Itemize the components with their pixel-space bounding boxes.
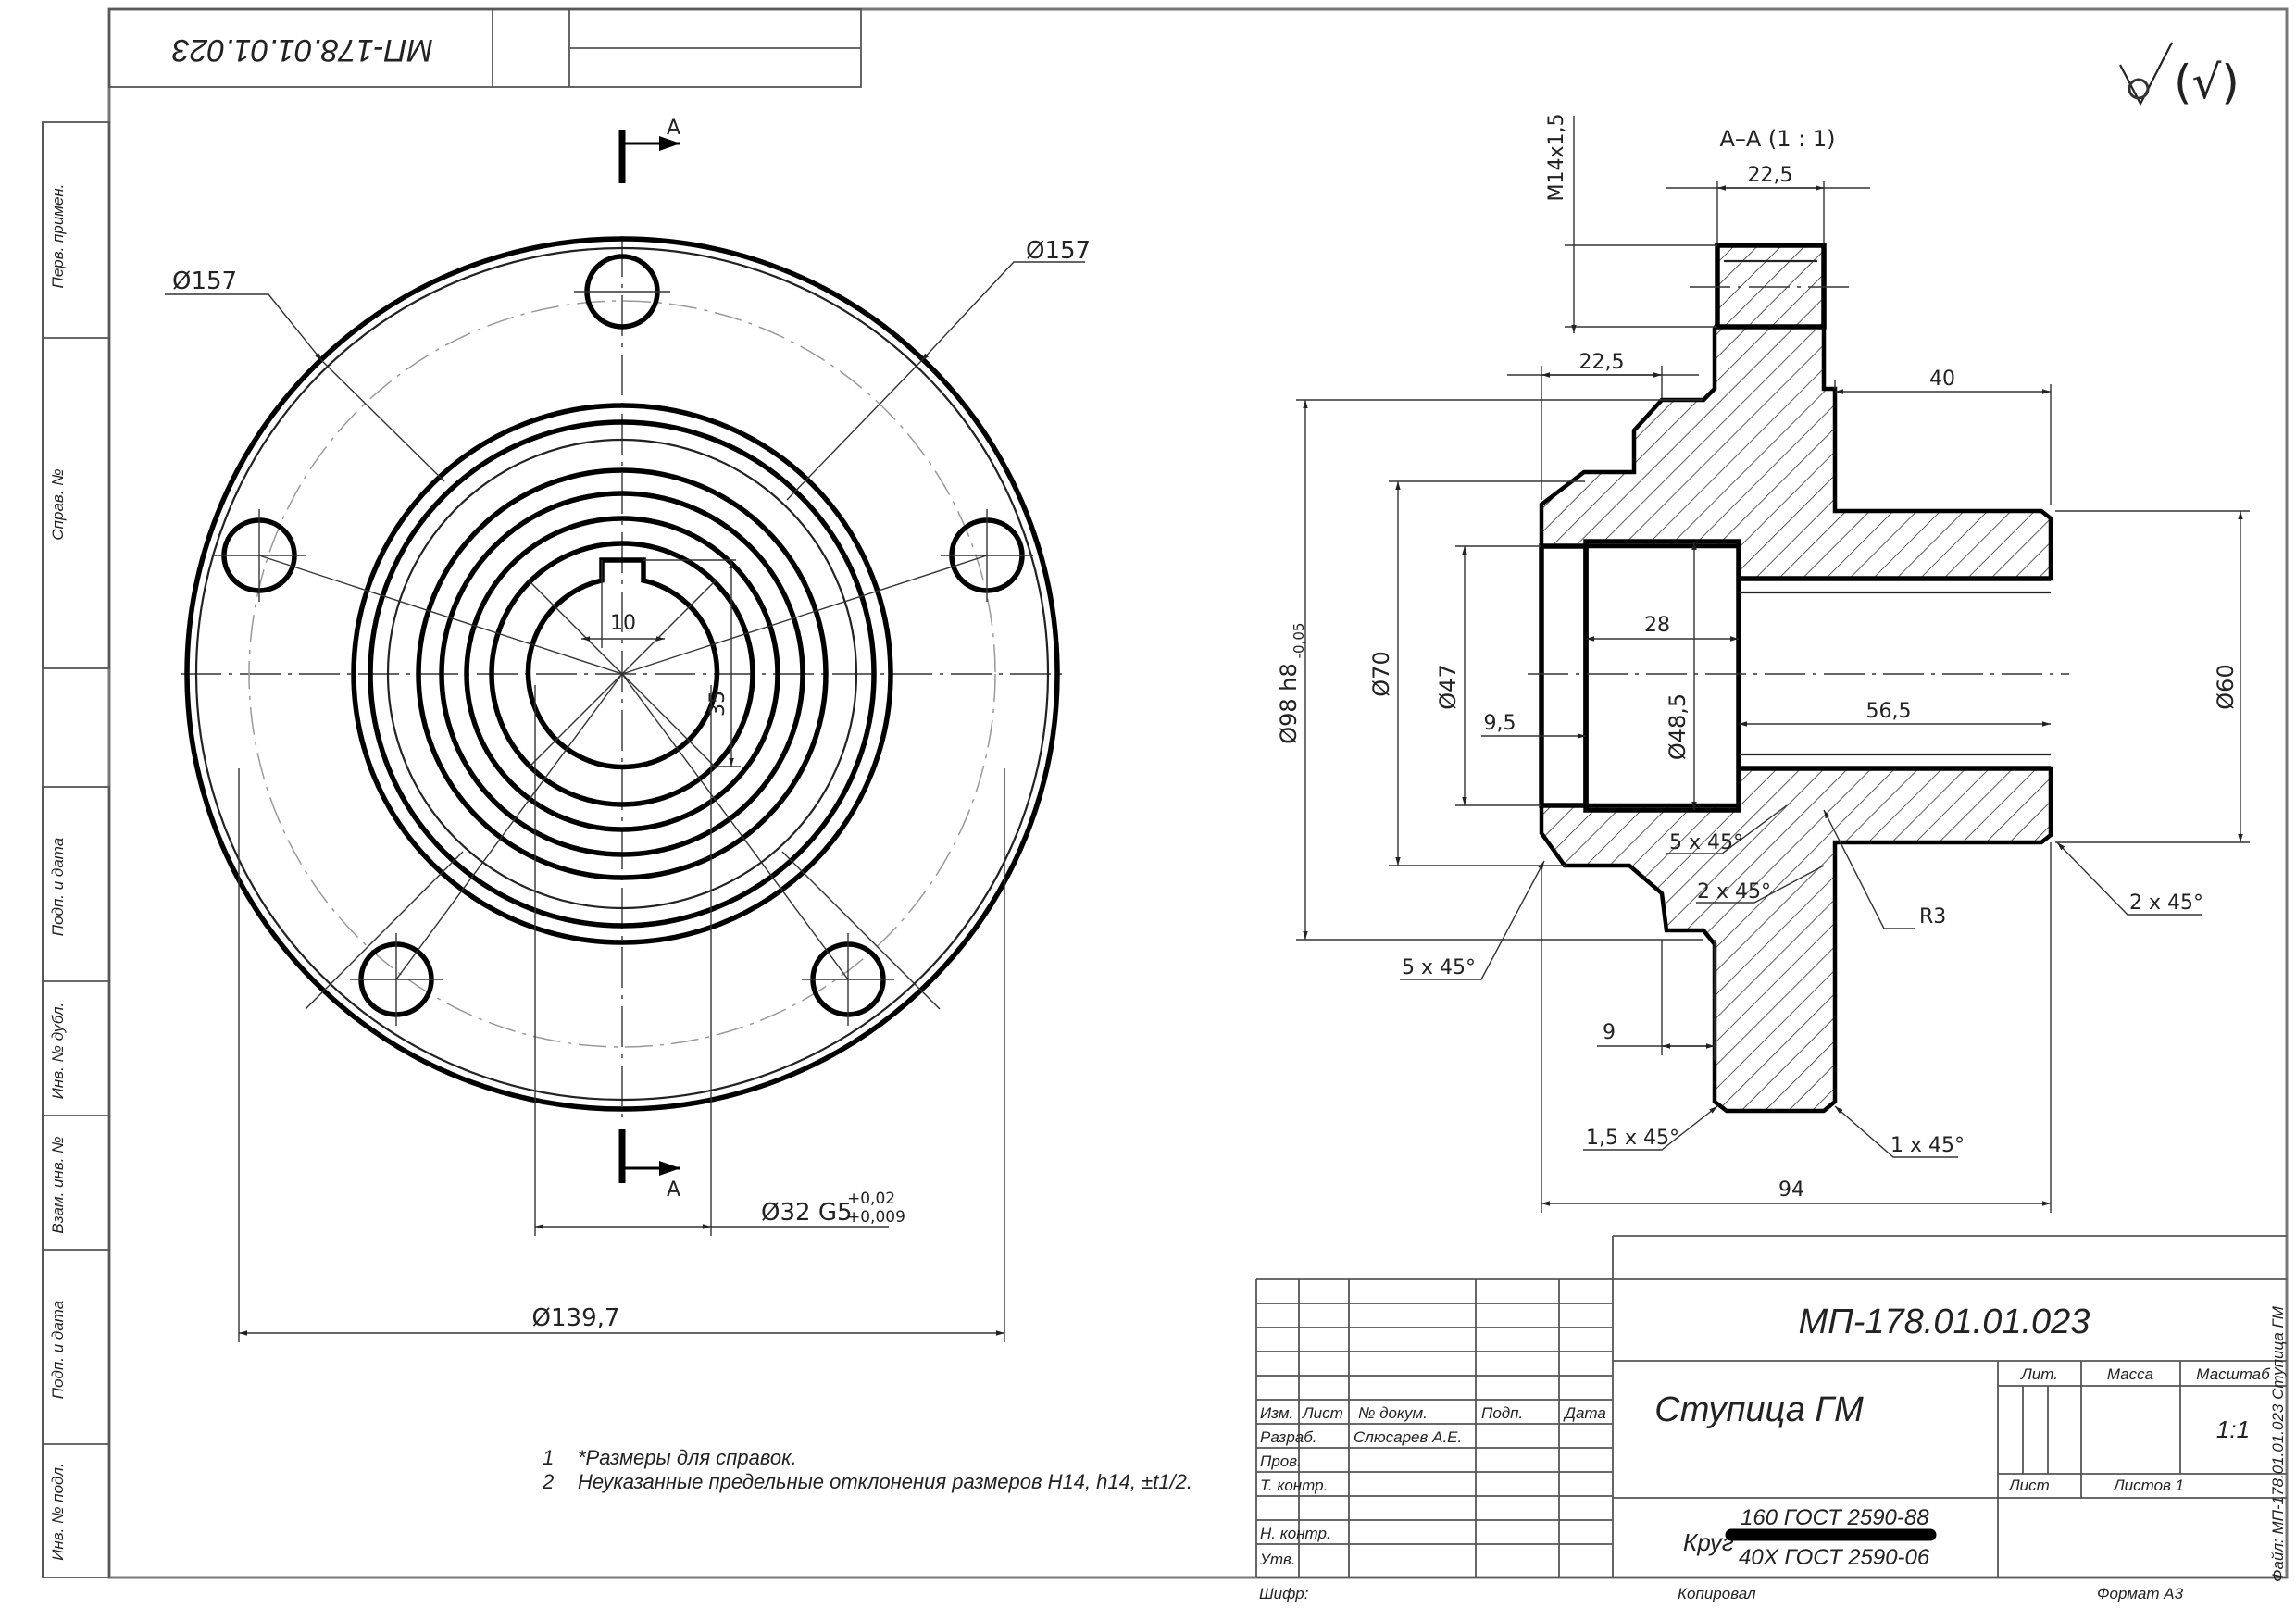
section-letter-bottom: А: [667, 1178, 680, 1202]
dim-56-5: 56,5: [1866, 700, 1912, 723]
tb-masshtab: Масштаб: [2196, 1365, 2271, 1383]
title-block: МП-178.01.01.023 Ступица ГМ Изм. Лист № …: [1255, 1235, 2287, 1602]
note-1-text: *Размеры для справок.: [578, 1446, 797, 1469]
tb-file-label: Файл: МП-178.01.01.023 Ступица ГМ: [2269, 1305, 2287, 1582]
side-label-podp2: Подп. и дата: [49, 1301, 67, 1399]
section-view: А–А (1 : 1) M14x1,5 22,5 22,5: [1276, 114, 2250, 1213]
tb-listov: Листов 1: [2113, 1477, 2184, 1494]
tb-row-tkontr: Т. контр.: [1260, 1477, 1328, 1494]
tb-list: Лист: [2008, 1477, 2050, 1494]
tb-razrab-name: Слюсарев А.Е.: [1354, 1428, 1462, 1446]
dim-bore-tol-upper: +0,02: [847, 1190, 895, 1208]
sheet-frame: [42, 7, 2289, 1579]
tb-part-name: Ступица ГМ: [1654, 1390, 1864, 1429]
dim-r3: R3: [1919, 905, 1946, 929]
note-1-num: 1: [543, 1446, 554, 1469]
tb-material-top: 160 ГОСТ 2590-88: [1741, 1505, 1929, 1530]
tb-scale: 1:1: [2216, 1415, 2250, 1443]
tb-row-prov: Пров.: [1260, 1452, 1302, 1470]
dim-d157-right: Ø157: [1026, 237, 1091, 265]
tb-kopiroval: Копировал: [1678, 1585, 1756, 1602]
dim-ch2-45-a: 2 x 45°: [1697, 880, 1771, 904]
top-stamp-code: МП-178.01.01.023: [172, 32, 433, 68]
tb-massa: Масса: [2107, 1365, 2153, 1383]
side-label-podp1: Подп. и дата: [49, 838, 67, 936]
dim-bore: Ø32 G5: [761, 1199, 853, 1227]
tb-col-izm: Изм.: [1260, 1404, 1293, 1422]
dim-d47: Ø47: [1435, 664, 1461, 709]
dim-thread: M14x1,5: [1545, 114, 1568, 202]
tb-shifr: Шифр:: [1259, 1585, 1309, 1602]
tb-material-bottom: 40Х ГОСТ 2590-06: [1739, 1545, 1930, 1570]
tb-col-doc: № докум.: [1358, 1404, 1428, 1422]
dim-94: 94: [1778, 1178, 1804, 1202]
dim-ch5-45-a: 5 x 45°: [1669, 831, 1743, 854]
dim-d60: Ø60: [2213, 664, 2239, 709]
dim-outer: Ø139,7: [532, 1304, 620, 1332]
front-view: А А Ø157 Ø157 10 35 Ø32 G5 +0,02 +0,009 …: [165, 117, 1091, 1342]
dim-ch2-45-b: 2 x 45°: [2129, 891, 2203, 915]
side-label-sprav: Справ. №: [49, 468, 67, 540]
tb-col-sign: Подп.: [1481, 1404, 1523, 1422]
tb-doc-code: МП-178.01.01.023: [1799, 1303, 2090, 1341]
top-stamp: МП-178.01.01.023: [108, 8, 862, 88]
section-title: А–А (1 : 1): [1719, 126, 1835, 152]
note-2-text: Неуказанные предельные отклонения размер…: [578, 1470, 1192, 1493]
dim-d70: Ø70: [1368, 651, 1394, 696]
bolt-hole-top: [574, 254, 670, 330]
tb-col-list: Лист: [1302, 1404, 1343, 1422]
tb-lit: Лит.: [2020, 1365, 2058, 1383]
roughness-symbol-text: (√): [2174, 56, 2240, 109]
dim-ch1-5-45: 1,5 x 45°: [1586, 1127, 1679, 1150]
side-label-inv-podl: Инв. № подл.: [49, 1463, 67, 1561]
dim-ch1-45: 1 x 45°: [1890, 1134, 1965, 1157]
dim-d98: Ø98 h8: [1276, 663, 1302, 744]
tb-row-nkontr: Н. контр.: [1260, 1525, 1331, 1542]
dim-key-width: 10: [610, 612, 636, 635]
dim-9-5: 9,5: [1484, 712, 1516, 735]
section-mark-top: А: [618, 117, 680, 183]
dim-d157-left: Ø157: [172, 268, 237, 295]
side-label-perv: Перв. примен.: [49, 184, 67, 289]
note-2-num: 2: [542, 1470, 554, 1493]
dim-d48-5: Ø48,5: [1665, 693, 1691, 760]
side-label-vzam: Взам. инв. №: [49, 1136, 67, 1233]
dim-d98-tol: -0,05: [1291, 623, 1307, 659]
dim-40: 40: [1929, 368, 1955, 391]
side-label-inv-dubl: Инв. № дубл.: [49, 1003, 67, 1100]
dim-28: 28: [1644, 614, 1670, 637]
dim-9: 9: [1603, 1021, 1616, 1044]
notes: 1 *Размеры для справок. 2 Неуказанные пр…: [542, 1446, 1192, 1493]
roughness-symbol: (√): [2119, 42, 2240, 109]
dim-bore-tol-lower: +0,009: [847, 1208, 905, 1227]
section-upper-half: [1539, 243, 2053, 581]
tb-row-razrab: Разраб.: [1260, 1428, 1317, 1446]
dim-ch5-45-b: 5 x 45°: [1402, 956, 1476, 979]
dim-key-depth: 35: [706, 691, 730, 717]
tb-material-prefix: Круг: [1683, 1528, 1734, 1556]
tb-col-date: Дата: [1563, 1404, 1606, 1422]
tb-format: Формат А3: [2097, 1585, 2184, 1602]
section-mark-bottom: А: [618, 1129, 680, 1202]
side-labels: Перв. примен. Справ. № Подп. и дата Инв.…: [49, 184, 67, 1561]
tb-row-utv: Утв.: [1259, 1551, 1296, 1568]
section-letter-top: А: [667, 117, 680, 140]
dim-22-5-mid: 22,5: [1579, 351, 1625, 374]
dim-22-5-top: 22,5: [1748, 164, 1793, 187]
